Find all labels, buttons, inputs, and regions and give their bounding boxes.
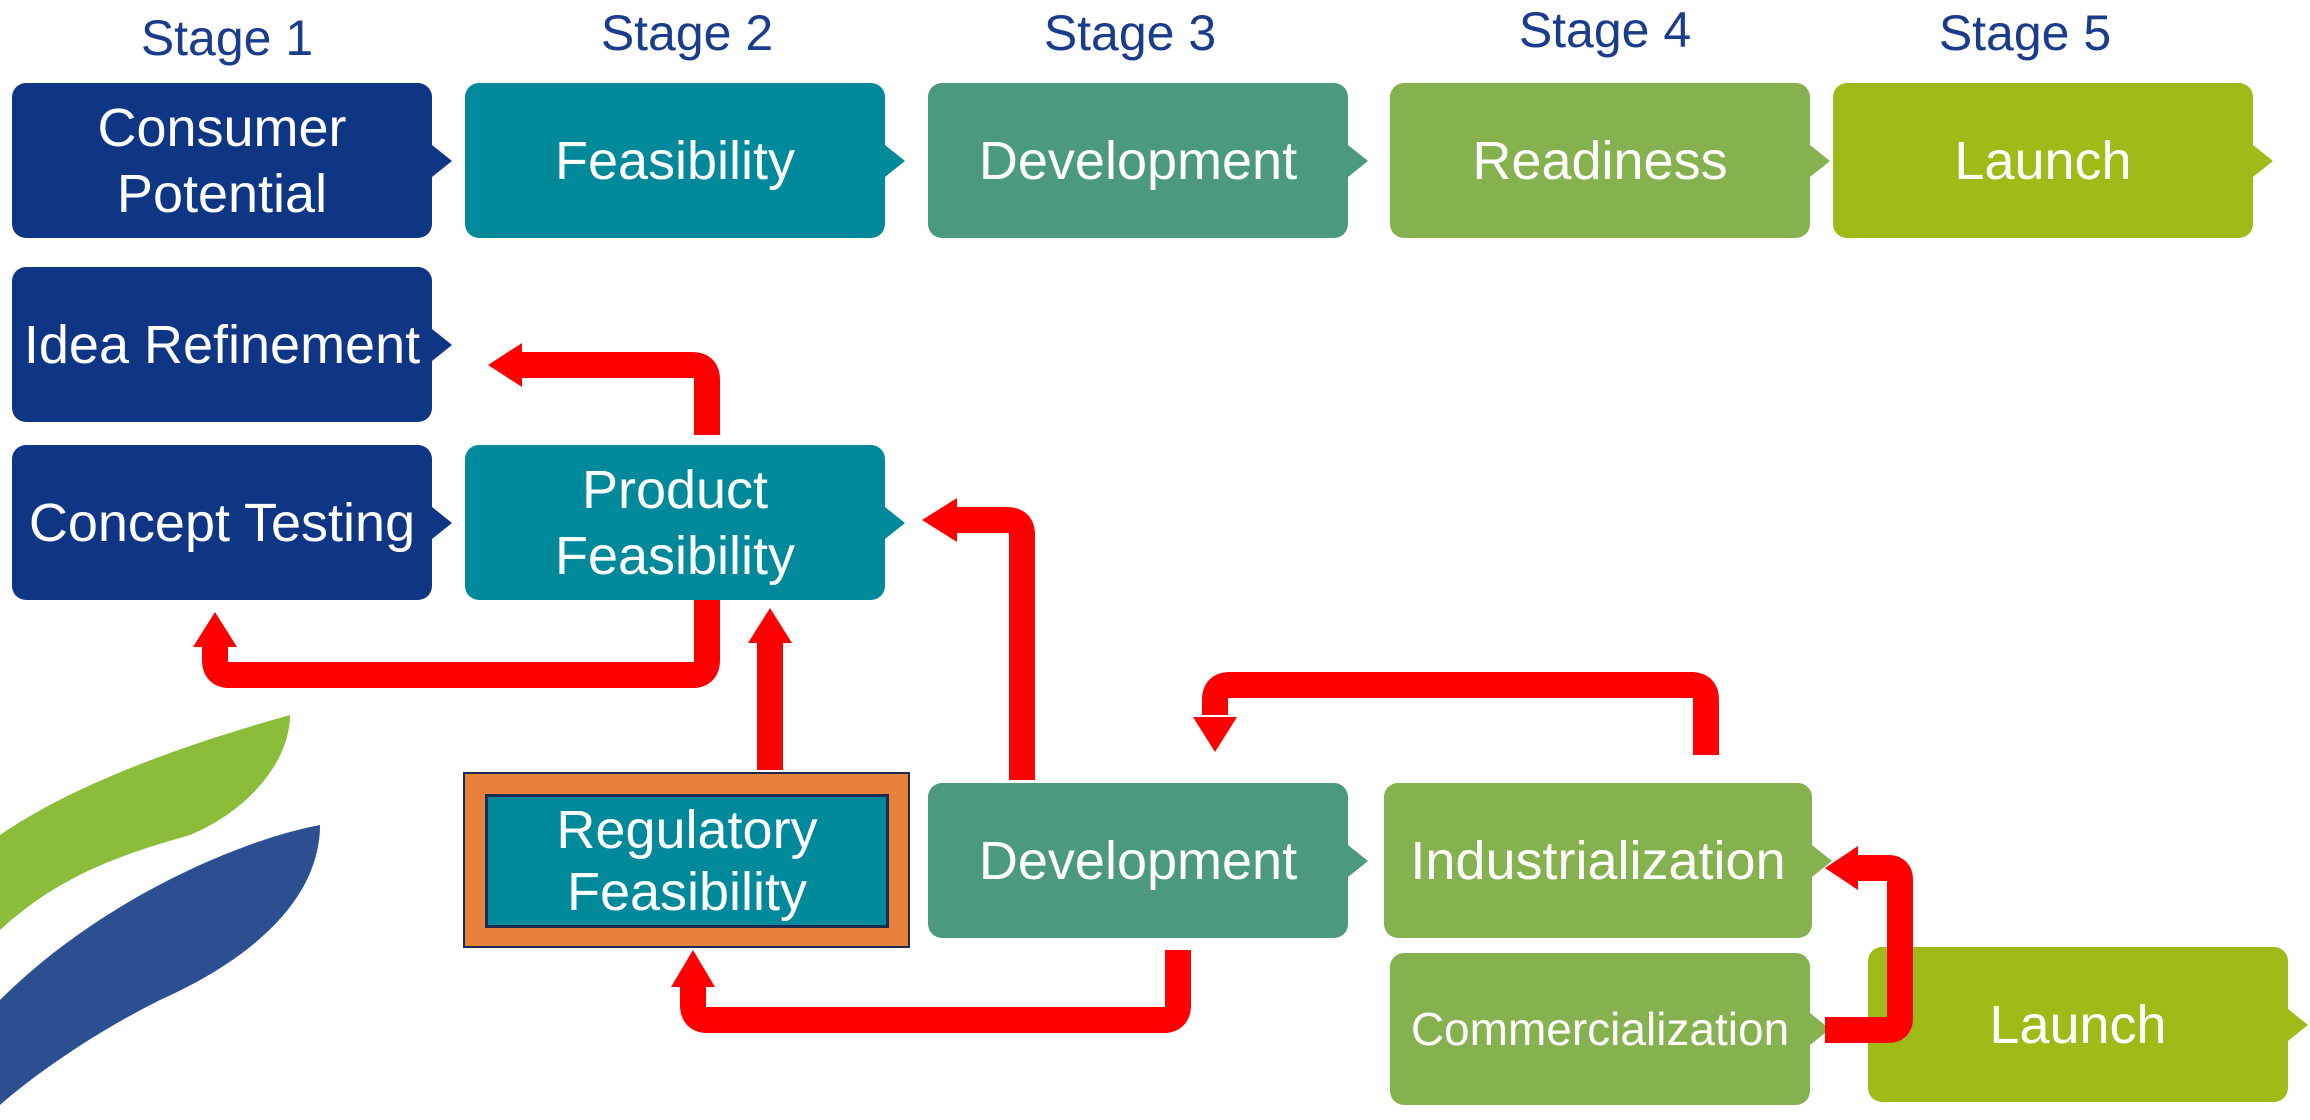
- arrow-development-to-product: [955, 507, 1035, 780]
- arrow-to-concept-testing: [202, 600, 720, 688]
- arrowhead-product-feasibility-bottom: [748, 608, 792, 643]
- concept-testing-box: Concept Testing: [12, 445, 452, 600]
- stage-1-title: Stage 1: [140, 10, 314, 66]
- idea-refinement-box: Idea Refinement: [12, 267, 452, 422]
- arrowhead-concept-testing: [193, 612, 237, 647]
- stage-3-title: Stage 3: [1043, 5, 1217, 61]
- stage-2-title: Stage 2: [600, 5, 774, 61]
- arrow-commercialization-to-industrialization: [1825, 855, 1913, 1043]
- arrow-industrialization-to-development: [1202, 672, 1719, 755]
- launch-box-top: Launch: [1833, 83, 2273, 238]
- readiness-box: Readiness: [1390, 83, 1830, 238]
- logo-swoosh: [0, 715, 320, 1105]
- regulatory-feasibility-box: Regulatory Feasibility: [485, 794, 889, 928]
- stage-5-title: Stage 5: [1938, 5, 2112, 61]
- arrow-to-idea-refinement: [520, 352, 720, 435]
- arrow-development-to-regulatory: [680, 950, 1191, 1033]
- launch-box-lower: Launch: [1868, 947, 2308, 1102]
- development-box: Development: [928, 83, 1368, 238]
- industrialization-box: Industrialization: [1384, 783, 1832, 938]
- product-feasibility-box: Product Feasibility: [465, 445, 905, 600]
- commercialization-box: Commercialization: [1390, 953, 1830, 1105]
- arrowhead-idea-refinement: [488, 343, 522, 387]
- arrowhead-regulatory: [671, 950, 715, 987]
- arrowhead-industrialization: [1825, 846, 1858, 890]
- arrowhead-product-feasibility-right: [922, 498, 957, 542]
- stage-4-title: Stage 4: [1518, 2, 1692, 58]
- consumer-potential-box: Consumer Potential: [12, 83, 452, 238]
- feasibility-box: Feasibility: [465, 83, 905, 238]
- arrowhead-development-lower: [1193, 717, 1237, 752]
- development-box-lower: Development: [928, 783, 1368, 938]
